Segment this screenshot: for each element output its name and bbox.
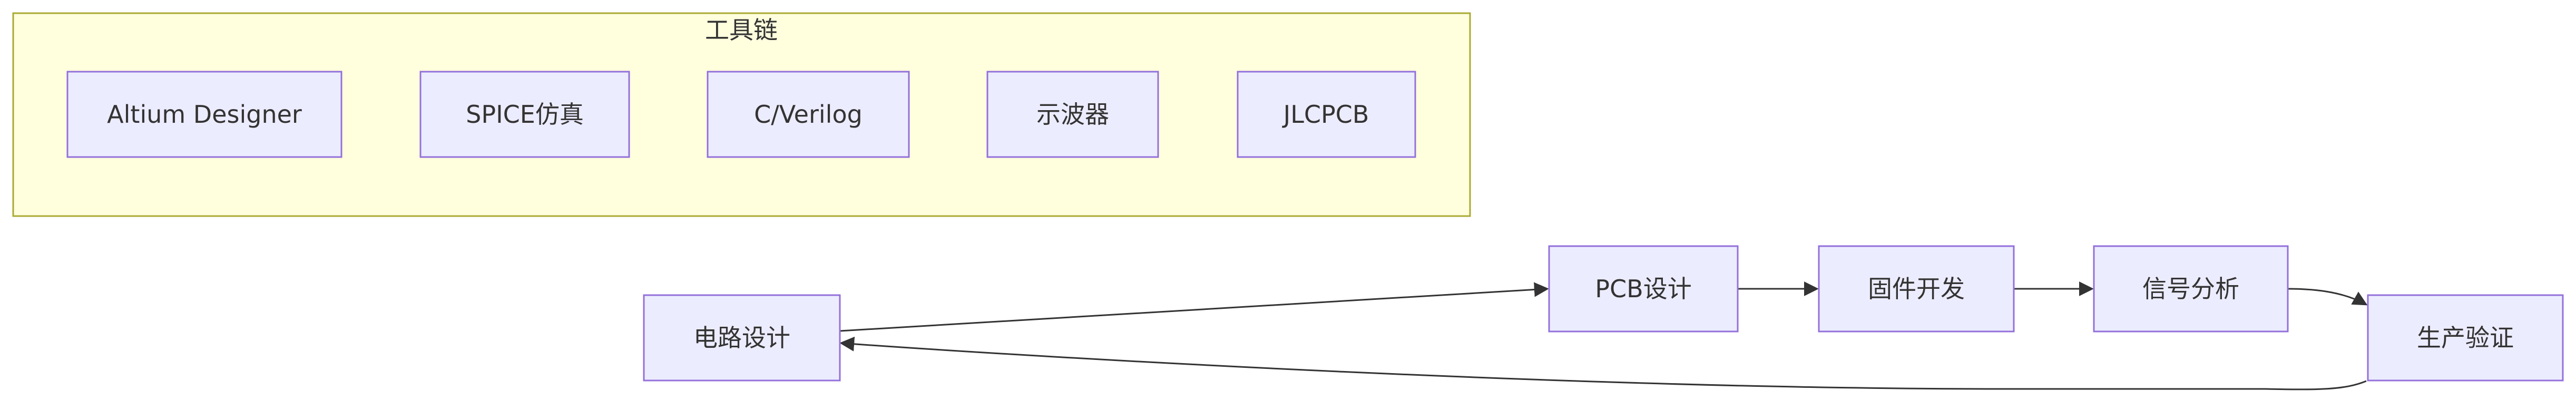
edge-circuit-to-pcb [839, 282, 1549, 332]
tool-node-jlcpcb[interactable]: JLCPCB [1237, 71, 1416, 158]
flow-node-signal-analysis[interactable]: 信号分析 [2093, 245, 2289, 333]
flow-node-label: PCB设计 [1595, 275, 1691, 303]
edge-production-to-circuit [839, 336, 2367, 391]
flow-node-label: 电路设计 [693, 324, 790, 352]
tool-node-label: C/Verilog [754, 100, 863, 129]
tool-node-label: 示波器 [1036, 100, 1109, 129]
tool-node-label: SPICE仿真 [466, 100, 584, 129]
flow-node-firmware[interactable]: 固件开发 [1818, 245, 2015, 333]
flow-node-label: 生产验证 [2417, 324, 2514, 352]
flow-node-pcb-design[interactable]: PCB设计 [1548, 245, 1739, 333]
flow-node-production-verify[interactable]: 生产验证 [2367, 294, 2564, 382]
flow-edges [839, 281, 2368, 391]
tool-node-spice[interactable]: SPICE仿真 [419, 71, 630, 158]
tool-node-label: Altium Designer [107, 100, 302, 129]
flow-node-circuit-design[interactable]: 电路设计 [643, 294, 841, 382]
flow-node-label: 信号分析 [2142, 275, 2239, 303]
toolchain-cluster-title: 工具链 [705, 16, 778, 44]
tool-node-c-verilog[interactable]: C/Verilog [707, 71, 910, 158]
toolchain-cluster: 工具链 Altium Designer SPICE仿真 C/Verilog 示波… [12, 12, 1471, 217]
tool-node-label: JLCPCB [1282, 100, 1369, 129]
edge-signal-to-production [2287, 288, 2368, 306]
flow-node-label: 固件开发 [1868, 275, 1965, 303]
tool-node-altium[interactable]: Altium Designer [66, 71, 342, 158]
tool-node-oscilloscope[interactable]: 示波器 [986, 71, 1159, 158]
